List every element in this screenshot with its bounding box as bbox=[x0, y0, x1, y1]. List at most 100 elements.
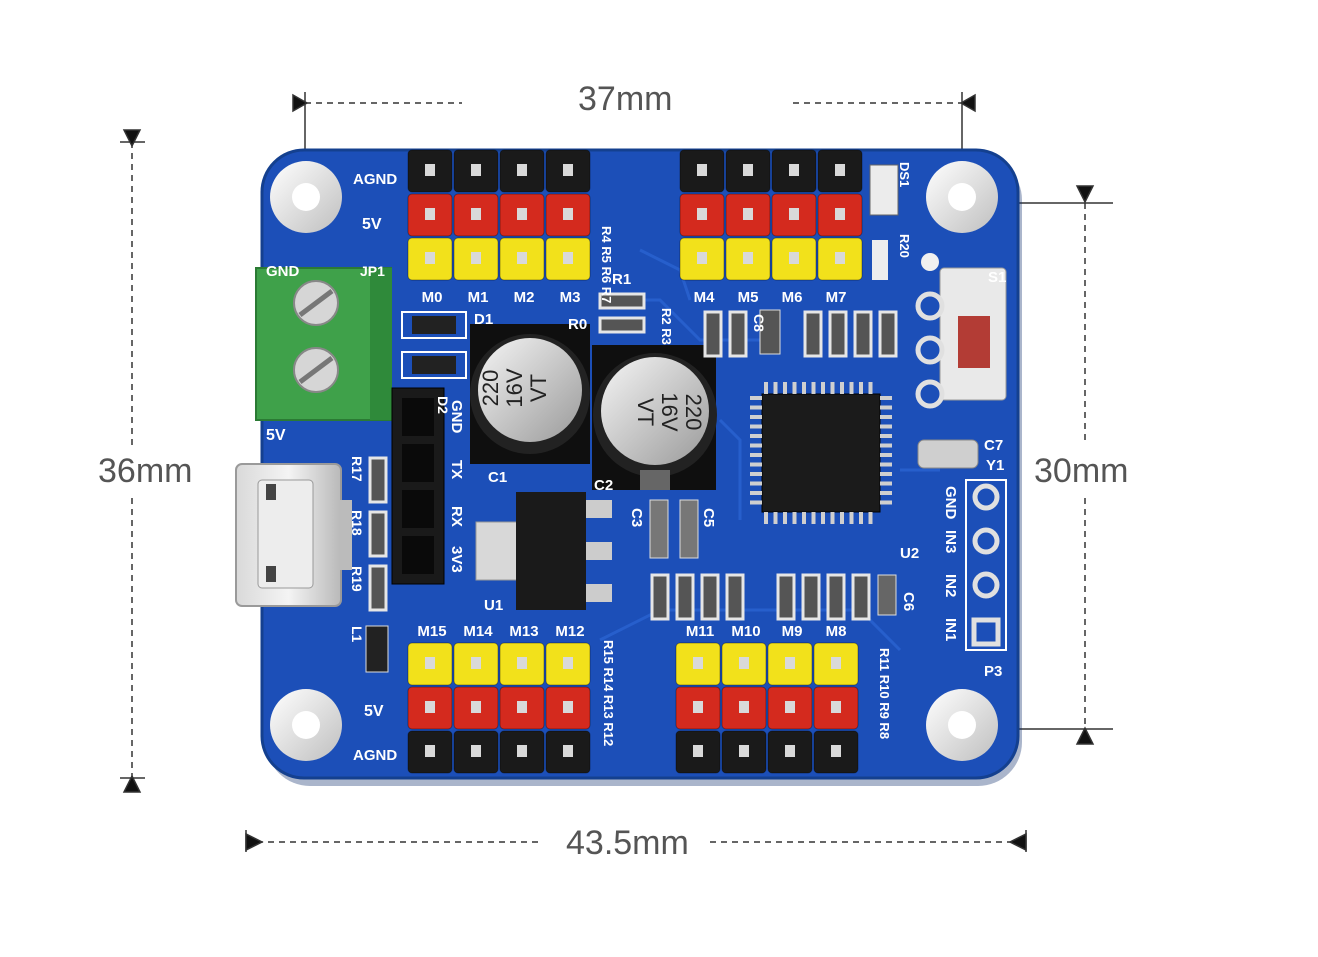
channel-m12: M12 bbox=[555, 623, 584, 640]
channel-m7: M7 bbox=[826, 289, 847, 306]
capacitor-right-brand: VT bbox=[633, 398, 658, 426]
label-gnd: GND bbox=[266, 263, 300, 280]
resistor bbox=[598, 292, 646, 310]
label-r2-r3: R2 R3 bbox=[659, 308, 674, 345]
label-c2: C2 bbox=[594, 477, 613, 494]
resistor bbox=[368, 510, 388, 558]
resistor bbox=[650, 573, 670, 621]
serial-pin-gnd: GND bbox=[448, 400, 465, 434]
header-m4-m7 bbox=[679, 149, 863, 281]
resistor bbox=[878, 310, 898, 358]
voltage-regulator bbox=[475, 492, 612, 610]
label-5v-bottom: 5V bbox=[364, 703, 384, 720]
label-5v-left: 5V bbox=[266, 427, 286, 444]
capacitor-right-value: 220 bbox=[681, 394, 706, 431]
capacitor-left-value: 220 bbox=[478, 370, 503, 407]
resistor bbox=[803, 310, 823, 358]
microcontroller-chip bbox=[750, 382, 892, 524]
resistor bbox=[801, 573, 821, 621]
electrolytic-capacitors bbox=[470, 324, 717, 490]
channel-m1: M1 bbox=[468, 289, 489, 306]
header-m0-m3 bbox=[407, 149, 591, 281]
label-agnd-top: AGND bbox=[353, 171, 397, 188]
channel-m11: M11 bbox=[686, 623, 714, 640]
capacitor-right-voltage: 16V bbox=[657, 392, 682, 431]
label-r19: R19 bbox=[349, 566, 365, 592]
resistor bbox=[851, 573, 871, 621]
label-s1: S1 bbox=[988, 269, 1006, 286]
resistor bbox=[700, 573, 720, 621]
label-r18: R18 bbox=[349, 510, 365, 536]
channel-m6: M6 bbox=[782, 289, 803, 306]
mounting-holes bbox=[270, 161, 998, 761]
resistor bbox=[828, 310, 848, 358]
label-p3: P3 bbox=[984, 663, 1002, 680]
label-jp1: JP1 bbox=[360, 263, 385, 279]
channel-m8: M8 bbox=[826, 623, 847, 640]
label-r17: R17 bbox=[349, 456, 365, 482]
serial-header bbox=[391, 387, 445, 585]
channel-m5: M5 bbox=[738, 289, 759, 306]
channel-m2: M2 bbox=[514, 289, 535, 306]
channel-m9: M9 bbox=[782, 623, 803, 640]
channel-m13: M13 bbox=[509, 623, 538, 640]
label-d1: D1 bbox=[474, 311, 493, 328]
resistor bbox=[368, 564, 388, 612]
dimension-left-height: 36mm bbox=[98, 452, 193, 490]
input-pin-in2: IN2 bbox=[942, 574, 959, 597]
power-terminal-block bbox=[255, 267, 392, 421]
label-u1: U1 bbox=[484, 597, 503, 614]
label-r15-r12: R15 R14 R13 R12 bbox=[601, 640, 616, 746]
resistor bbox=[776, 573, 796, 621]
dimension-bottom-width: 43.5mm bbox=[566, 824, 689, 862]
label-r1: R1 bbox=[612, 271, 631, 288]
resistor bbox=[368, 456, 388, 504]
label-c1: C1 bbox=[488, 469, 507, 486]
pin-headers bbox=[407, 149, 863, 774]
capacitor-left-voltage: 16V bbox=[502, 368, 527, 407]
diodes bbox=[401, 311, 467, 379]
resistor bbox=[728, 310, 748, 358]
dimension-top-width: 37mm bbox=[578, 80, 673, 118]
header-m12-m15 bbox=[407, 642, 591, 774]
resistor bbox=[853, 310, 873, 358]
capacitor-left-brand: VT bbox=[526, 374, 551, 402]
label-c7: C7 bbox=[984, 437, 1003, 454]
label-c3: C3 bbox=[628, 508, 645, 527]
input-pin-in3: IN3 bbox=[942, 530, 959, 553]
label-l1: L1 bbox=[349, 626, 365, 643]
label-c8: C8 bbox=[751, 314, 767, 332]
input-pin-in1: IN1 bbox=[942, 618, 959, 641]
serial-pin-3v3: 3V3 bbox=[448, 546, 465, 573]
input-pin-gnd: GND bbox=[942, 486, 959, 520]
serial-pin-tx: TX bbox=[448, 460, 465, 479]
label-c5: C5 bbox=[700, 508, 717, 527]
label-r20: R20 bbox=[897, 234, 912, 258]
channel-m10: M10 bbox=[731, 623, 760, 640]
serial-pin-rx: RX bbox=[448, 506, 465, 527]
label-d2: D2 bbox=[435, 396, 451, 414]
label-r11-r8: R11 R10 R9 R8 bbox=[877, 648, 892, 739]
label-agnd-bottom: AGND bbox=[353, 747, 397, 764]
label-r0: R0 bbox=[568, 316, 587, 333]
dimension-right-height: 30mm bbox=[1034, 452, 1129, 490]
label-u2: U2 bbox=[900, 545, 919, 562]
channel-m4: M4 bbox=[694, 289, 715, 306]
label-r4-r7: R4 R5 R6 R7 bbox=[599, 226, 614, 303]
channel-m3: M3 bbox=[560, 289, 581, 306]
micro-usb-connector bbox=[235, 463, 352, 607]
channel-m15: M15 bbox=[417, 623, 446, 640]
resistor bbox=[598, 316, 646, 334]
small-components bbox=[365, 164, 1007, 673]
label-5v-top: 5V bbox=[362, 216, 382, 233]
resistor bbox=[703, 310, 723, 358]
resistor-arrays bbox=[368, 292, 898, 621]
channel-m0: M0 bbox=[422, 289, 443, 306]
resistor bbox=[725, 573, 745, 621]
channel-m14: M14 bbox=[463, 623, 493, 640]
resistor bbox=[675, 573, 695, 621]
label-y1: Y1 bbox=[986, 457, 1004, 474]
label-c6: C6 bbox=[900, 592, 917, 611]
